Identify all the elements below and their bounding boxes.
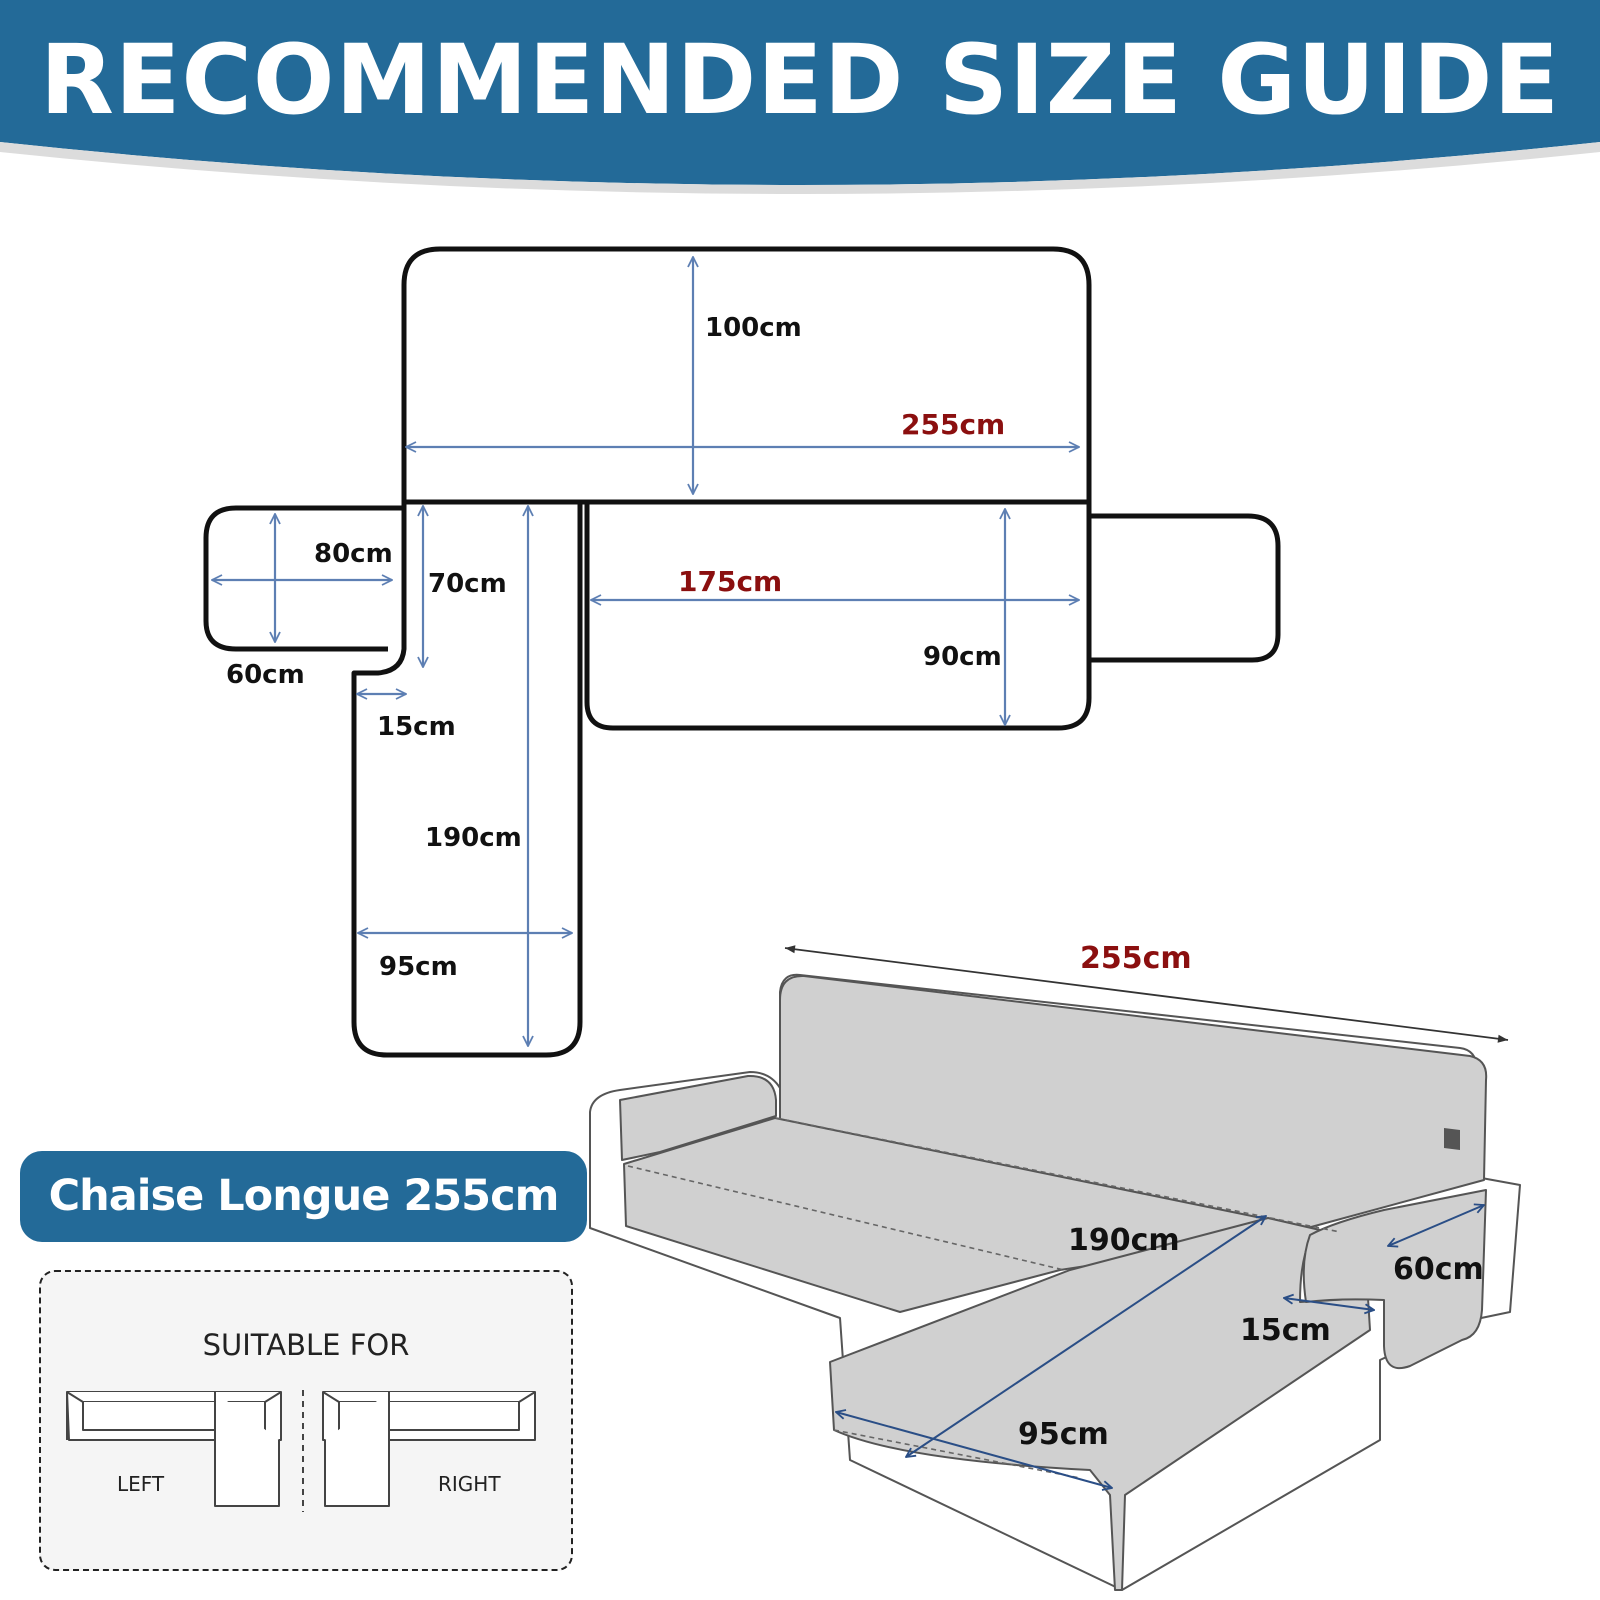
tuck-label: 15cm [377, 712, 456, 742]
photo-chaise-width-arrow [836, 1412, 1112, 1488]
product-label: Chaise Longue 255cm [20, 1151, 587, 1242]
header-banner [0, 0, 1600, 194]
chaise-outline [351, 502, 583, 1058]
photo-arm-depth-label: 60cm [1393, 1252, 1484, 1287]
sofa-illustration [589, 973, 1521, 1591]
photo-chaise-width-label: 95cm [1018, 1417, 1109, 1452]
back-panel-outline [401, 246, 1092, 505]
right-sofa-icon [322, 1391, 536, 1507]
right-label: RIGHT [438, 1472, 501, 1496]
sofa-orientation-icons [66, 1390, 536, 1512]
photo-arm-depth-arrow [1388, 1205, 1484, 1246]
left-arm-outline [203, 505, 404, 652]
page-title: RECOMMENDED SIZE GUIDE [39, 24, 1561, 136]
side-strap [1444, 1128, 1460, 1150]
seat-depth-label: 90cm [923, 642, 1002, 672]
left-arm-cover [619, 1074, 777, 1161]
back-height-label: 100cm [705, 313, 802, 343]
chaise-length-label: 190cm [425, 823, 522, 853]
photo-total-width-label: 255cm [1080, 941, 1192, 976]
photo-tuck-label: 15cm [1240, 1313, 1331, 1348]
seat-width-label: 175cm [678, 565, 782, 598]
suitable-for-title: SUITABLE FOR [202, 1328, 410, 1362]
left-label: LEFT [117, 1472, 165, 1496]
left-arm-depth-label: 60cm [226, 660, 305, 690]
seat-outline [584, 502, 1092, 731]
left-arm-width-label: 80cm [314, 539, 393, 569]
total-width-arrow [784, 945, 1509, 1043]
layout-outline [203, 246, 1281, 1058]
chaise-top-label: 70cm [428, 569, 507, 599]
chaise-width-label: 95cm [379, 952, 458, 982]
left-sofa-icon [66, 1391, 282, 1507]
photo-tuck-arrow [1284, 1298, 1374, 1310]
right-arm-outline [1089, 513, 1281, 663]
photo-chaise-length-label: 190cm [1068, 1223, 1180, 1258]
suitable-for-box: SUITABLE FOR LEFT RIGHT [39, 1270, 573, 1571]
back-width-label: 255cm [901, 408, 1005, 441]
